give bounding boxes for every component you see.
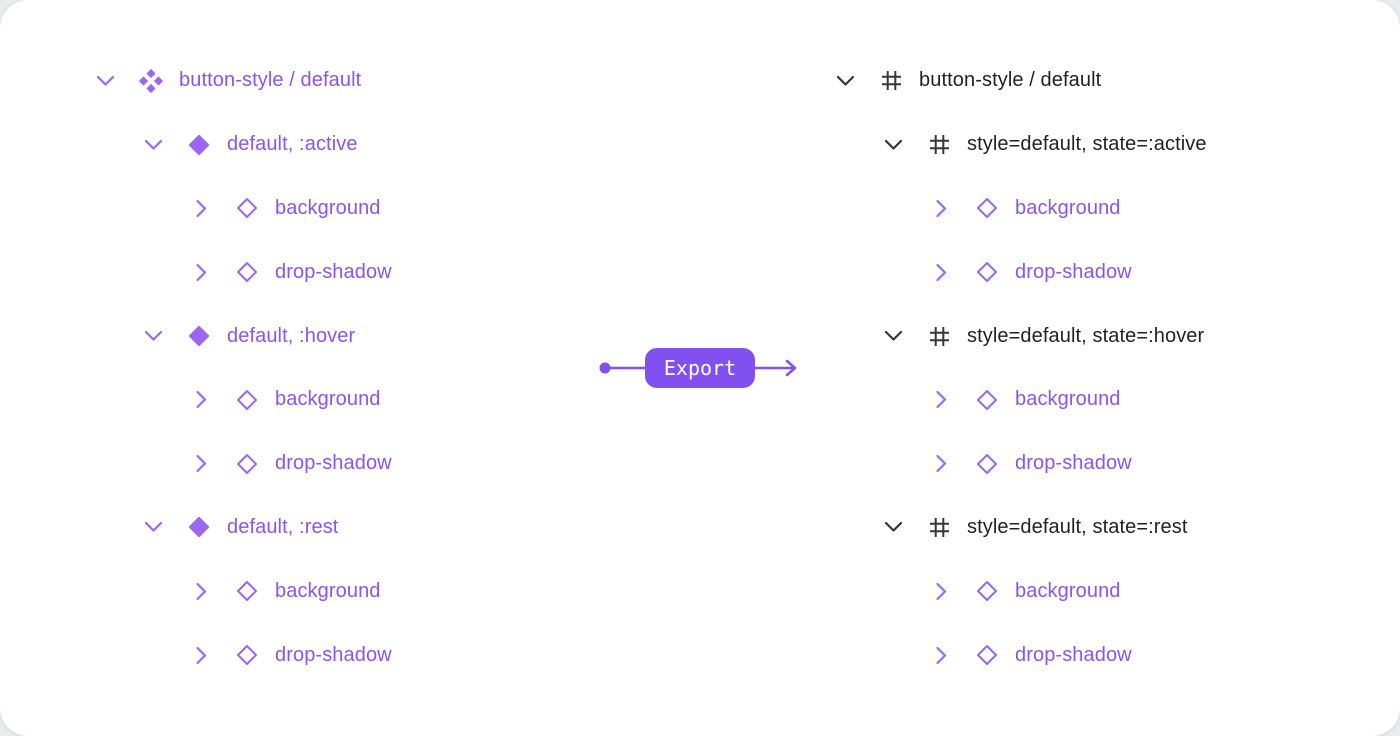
layer-label: style=default, state=:active — [967, 133, 1207, 156]
layers-tree-frames: button-style / default style=default, sta… — [740, 49, 1207, 687]
instance-icon — [234, 642, 260, 668]
tree-row[interactable]: style=default, state=:hover — [740, 304, 1207, 368]
chevron-right-icon[interactable] — [190, 197, 212, 219]
tree-row[interactable]: drop-shadow — [740, 432, 1207, 496]
tree-row[interactable]: drop-shadow — [740, 240, 1207, 304]
chevron-down-icon[interactable] — [882, 134, 904, 156]
component-icon — [186, 323, 212, 349]
layer-label: style=default, state=:hover — [967, 324, 1205, 347]
frame-icon — [878, 68, 904, 94]
layer-label: background — [275, 579, 381, 602]
component-icon — [186, 132, 212, 158]
instance-icon — [234, 387, 260, 413]
tree-row[interactable]: button-style / default — [0, 49, 392, 113]
tree-row[interactable]: background — [740, 559, 1207, 623]
tree-row[interactable]: background — [0, 368, 392, 432]
layer-label: background — [1015, 388, 1121, 411]
layer-label: default, :active — [227, 133, 358, 156]
tree-row[interactable]: background — [740, 368, 1207, 432]
instance-icon — [234, 259, 260, 285]
tree-row[interactable]: style=default, state=:active — [740, 113, 1207, 177]
layer-label: background — [1015, 579, 1121, 602]
tree-row[interactable]: background — [0, 177, 392, 241]
layer-label: background — [1015, 196, 1121, 219]
connector-dot — [599, 362, 611, 374]
layer-label: default, :hover — [227, 324, 356, 347]
frame-icon — [926, 323, 952, 349]
layer-label: drop-shadow — [1015, 643, 1132, 666]
tree-row[interactable]: drop-shadow — [0, 432, 392, 496]
instance-icon — [234, 195, 260, 221]
layer-label: drop-shadow — [275, 260, 392, 283]
chevron-right-icon[interactable] — [930, 197, 952, 219]
layer-label: background — [275, 196, 381, 219]
chevron-down-icon[interactable] — [142, 325, 164, 347]
tree-row[interactable]: style=default, state=:rest — [740, 496, 1207, 560]
frame-icon — [926, 132, 952, 158]
chevron-right-icon[interactable] — [190, 389, 212, 411]
export-button[interactable]: Export — [645, 348, 755, 388]
frame-icon — [926, 514, 952, 540]
chevron-down-icon[interactable] — [882, 325, 904, 347]
component-icon — [186, 514, 212, 540]
tree-row[interactable]: drop-shadow — [740, 623, 1207, 687]
layer-label: button-style / default — [919, 69, 1102, 92]
chevron-down-icon[interactable] — [882, 516, 904, 538]
chevron-right-icon[interactable] — [190, 261, 212, 283]
tree-row[interactable]: default, :rest — [0, 496, 392, 560]
layer-label: drop-shadow — [1015, 260, 1132, 283]
layers-tree-components: button-style / default default, :active ba… — [0, 49, 392, 687]
tree-row[interactable]: default, :hover — [0, 304, 392, 368]
chevron-right-icon[interactable] — [190, 644, 212, 666]
chevron-right-icon[interactable] — [930, 261, 952, 283]
chevron-right-icon[interactable] — [930, 580, 952, 602]
instance-icon — [974, 451, 1000, 477]
instance-icon — [234, 451, 260, 477]
instance-icon — [974, 259, 1000, 285]
layer-label: background — [275, 388, 381, 411]
tree-row[interactable]: default, :active — [0, 113, 392, 177]
tree-row[interactable]: background — [0, 559, 392, 623]
instance-icon — [234, 578, 260, 604]
instance-icon — [974, 387, 1000, 413]
layer-label: drop-shadow — [1015, 452, 1132, 475]
layer-label: button-style / default — [179, 69, 362, 92]
chevron-down-icon[interactable] — [834, 70, 856, 92]
instance-icon — [974, 642, 1000, 668]
tree-row[interactable]: button-style / default — [740, 49, 1207, 113]
chevron-down-icon[interactable] — [142, 134, 164, 156]
component-set-icon — [138, 68, 164, 94]
chevron-down-icon[interactable] — [142, 516, 164, 538]
layer-label: default, :rest — [227, 515, 339, 538]
tree-row[interactable]: background — [740, 177, 1207, 241]
layer-label: drop-shadow — [275, 452, 392, 475]
chevron-right-icon[interactable] — [190, 453, 212, 475]
layer-label: style=default, state=:rest — [967, 515, 1188, 538]
chevron-right-icon[interactable] — [190, 580, 212, 602]
layer-label: drop-shadow — [275, 643, 392, 666]
chevron-down-icon[interactable] — [94, 70, 116, 92]
instance-icon — [974, 195, 1000, 221]
tree-row[interactable]: drop-shadow — [0, 240, 392, 304]
chevron-right-icon[interactable] — [930, 644, 952, 666]
chevron-right-icon[interactable] — [930, 453, 952, 475]
chevron-right-icon[interactable] — [930, 389, 952, 411]
instance-icon — [974, 578, 1000, 604]
tree-row[interactable]: drop-shadow — [0, 623, 392, 687]
